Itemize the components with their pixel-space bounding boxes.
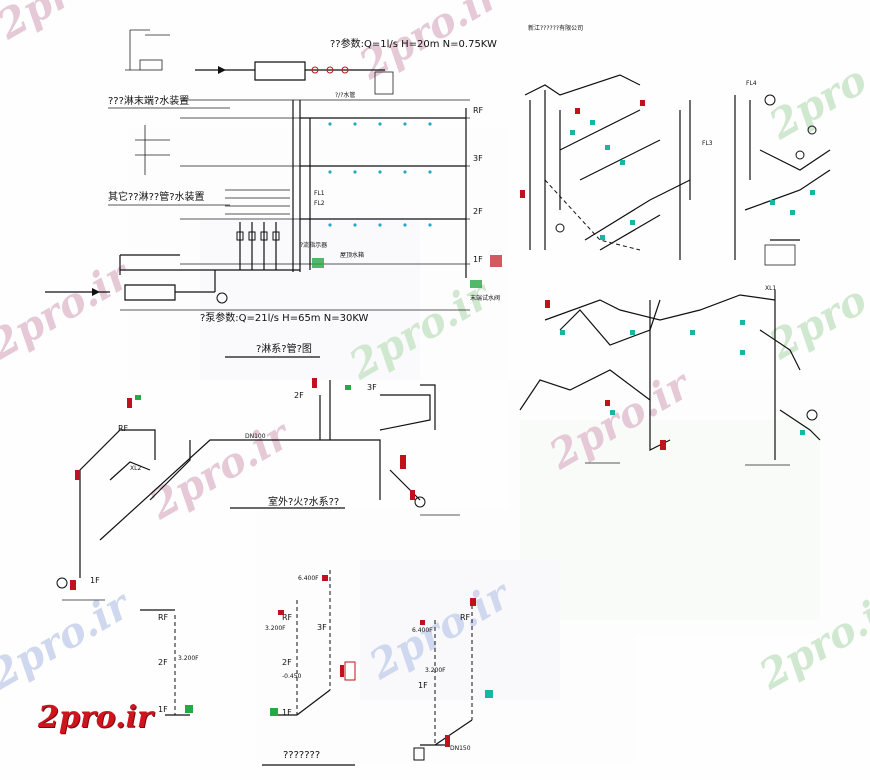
floor-1f-4: 1F [282, 708, 292, 717]
mark-c-1: -0.450 [282, 673, 302, 680]
label-end-device-1: ???淋末端?水装置 [108, 94, 189, 107]
dn-label: DN100 [245, 433, 266, 440]
floor-rf-4: RF [282, 613, 293, 622]
site-logo: 2pro.ir [38, 700, 153, 735]
title-sprinkler: 室外?火?水系?? [268, 495, 339, 508]
floor-1f-1: 1F [473, 255, 483, 264]
floor-1f-3: 1F [158, 705, 168, 714]
mark-a-1: 6.400F [298, 575, 319, 582]
floor-rf-5: RF [460, 613, 471, 622]
floor-rf-2: RF [118, 424, 129, 433]
floor-rf-1: RF [473, 106, 484, 115]
riser-xl1: XL1 [765, 285, 776, 292]
mark-b-2: 3.200F [265, 625, 286, 632]
floor-2f-1: 2F [473, 207, 483, 216]
floor-1f-2: 1F [90, 576, 100, 585]
rooftop-tank: 屋顶水箱 [340, 251, 364, 259]
floor-2f-4: 2F [282, 658, 292, 667]
title-bottom: ??????? [283, 750, 320, 761]
isometric-drawing-middle: XL1 [519, 285, 821, 466]
alarm-valve-stack [225, 189, 290, 270]
floor-3f-2: 3F [367, 383, 377, 392]
isometric-drawing-top: 新江??????有限公司 FL3 FL4 [520, 24, 831, 266]
sprinkler-schematic: ??参数:Q=1l/s H=20m N=0.75KW ???淋末端?水装置 其它… [45, 29, 502, 358]
company-title: 新江??????有限公司 [528, 24, 583, 32]
riser-diagrams-bottom: RF 2F 1F 3.200F RF 2F 1F 3F 6.400F 3.200… [140, 241, 500, 766]
floor-rf-3: RF [158, 613, 169, 622]
valve-legend: ?流指示器 [300, 241, 327, 249]
riser-fl2: FL2 [314, 200, 325, 207]
title-system: ?淋系?管?图 [256, 342, 312, 355]
floor-3f-1: 3F [473, 154, 483, 163]
floor-1f-5: 1F [418, 681, 428, 690]
label-end-device-2: 其它??淋??管?水装置 [108, 190, 205, 203]
mark-a-2: 6.400F [412, 627, 433, 634]
mark-b-3: 3.200F [425, 667, 446, 674]
floor-2f-3: 2F [158, 658, 168, 667]
riser-xl2: XL2 [130, 465, 141, 472]
top-callout: ?/?水管 [335, 91, 355, 99]
hydrant-isometric: 室外?火?水系?? RF 3F 2F 1F XL2 DN100 [56, 378, 460, 601]
riser-fl1: FL1 [314, 190, 325, 197]
riser-fl3: FL3 [702, 140, 713, 147]
test-valve: 末端试水阀 [470, 294, 500, 302]
floor-2f-2: 2F [294, 391, 304, 400]
mark-b-1: 3.200F [178, 655, 199, 662]
floor-3f-3: 3F [317, 623, 327, 632]
pump-bottom-spec: ?泵参数:Q=21l/s H=65m N=30KW [200, 311, 369, 324]
pump-top-spec: ??参数:Q=1l/s H=20m N=0.75KW [330, 37, 497, 50]
riser-fl4: FL4 [746, 80, 757, 87]
dn-label-2: DN150 [450, 745, 471, 752]
